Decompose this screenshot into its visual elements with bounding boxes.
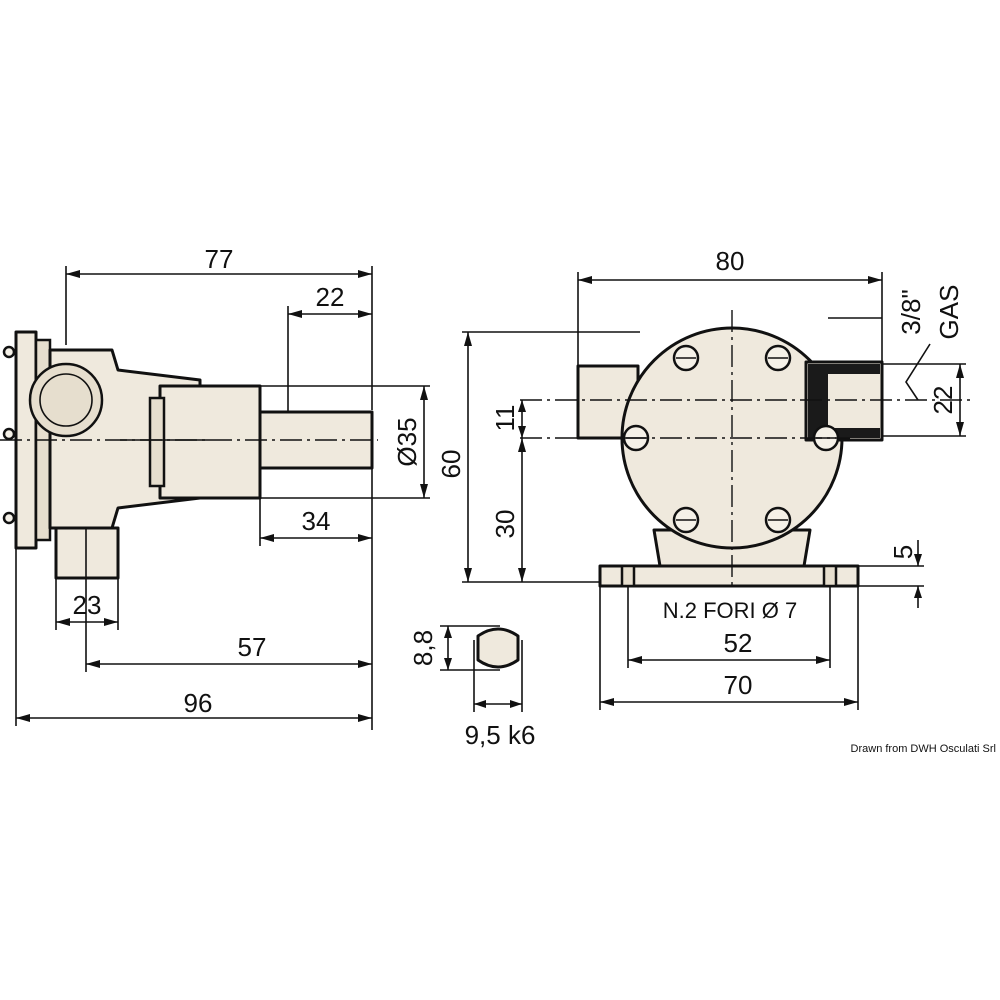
shaft-section: 8,8 9,5 k6 — [408, 625, 536, 750]
arrow — [518, 426, 526, 438]
arrow — [420, 484, 428, 498]
dim-foot-thickness: 5 — [888, 545, 918, 559]
dim-port-offset: 11 — [490, 405, 520, 432]
flange-bolt-top — [2, 345, 16, 359]
arrow — [844, 698, 858, 706]
arrow — [600, 698, 614, 706]
arrow — [628, 656, 642, 664]
dim-shaft-extension: 22 — [316, 282, 345, 312]
flange-bolt-bottom — [2, 511, 16, 525]
arrow — [518, 438, 526, 452]
arrow — [518, 568, 526, 582]
dim-total-length: 96 — [184, 688, 213, 718]
arrow — [578, 276, 592, 284]
foot-hole-left — [620, 564, 636, 588]
bearing-housing — [158, 384, 262, 500]
arrow — [816, 656, 830, 664]
arrow — [358, 534, 372, 542]
arrow — [288, 310, 302, 318]
dim-shaft-length: 34 — [302, 506, 331, 536]
arrow — [868, 276, 882, 284]
arrow — [420, 386, 428, 400]
dim-foot-width: 70 — [724, 670, 753, 700]
arrow — [444, 658, 452, 670]
thread-hatching — [808, 364, 828, 438]
arrow — [474, 700, 486, 708]
dim-port-height: 22 — [928, 386, 958, 415]
dim-total-width: 80 — [716, 246, 745, 276]
arrow — [104, 618, 118, 626]
arrow — [510, 700, 522, 708]
dim-shaft-diameter: 9,5 k6 — [465, 720, 536, 750]
dim-shaft-flat-height: 8,8 — [408, 630, 438, 666]
dim-housing-diameter: Ø35 — [392, 417, 422, 466]
dim-overall-length: 77 — [205, 244, 234, 274]
thread-leader — [905, 343, 931, 401]
arrow — [464, 568, 472, 582]
arrow — [260, 534, 274, 542]
side-view: 77 22 Ø35 34 23 57 — [0, 244, 430, 730]
dim-hole-spacing: 52 — [724, 628, 753, 658]
outlet-port — [54, 526, 120, 580]
credit-text: Drawn from DWH Osculati Srl — [851, 743, 996, 755]
arrow — [956, 364, 964, 378]
arrow — [956, 422, 964, 436]
dim-axis-height: 30 — [490, 510, 520, 539]
front-view: 80 3/8" GAS 22 60 11 30 — [436, 246, 970, 710]
arrow — [464, 332, 472, 346]
arrow — [358, 714, 372, 722]
thread-type: GAS — [934, 285, 964, 340]
shaft-section-profile — [476, 627, 520, 669]
dim-mount-to-shaft-end: 57 — [238, 632, 267, 662]
arrow — [358, 270, 372, 278]
arrow — [66, 270, 80, 278]
housing-ring — [148, 396, 166, 488]
flange-bolt-mid — [2, 427, 16, 441]
holes-note: N.2 FORI Ø 7 — [663, 598, 797, 623]
thread-size: 3/8" — [896, 289, 926, 334]
arrow — [358, 660, 372, 668]
foot-hole-right — [822, 564, 838, 588]
arrow — [444, 626, 452, 638]
arrow — [56, 618, 70, 626]
dim-port-width: 23 — [73, 590, 102, 620]
arrow — [518, 400, 526, 412]
arrow — [358, 310, 372, 318]
thread-hatching — [828, 428, 880, 438]
dim-total-height: 60 — [436, 450, 466, 479]
arrow — [914, 554, 922, 566]
arrow — [914, 586, 922, 598]
arrow — [86, 660, 100, 668]
thread-hatching — [828, 364, 880, 374]
arrow — [16, 714, 30, 722]
inlet-bore — [39, 373, 93, 427]
mounting-foot — [598, 564, 860, 588]
